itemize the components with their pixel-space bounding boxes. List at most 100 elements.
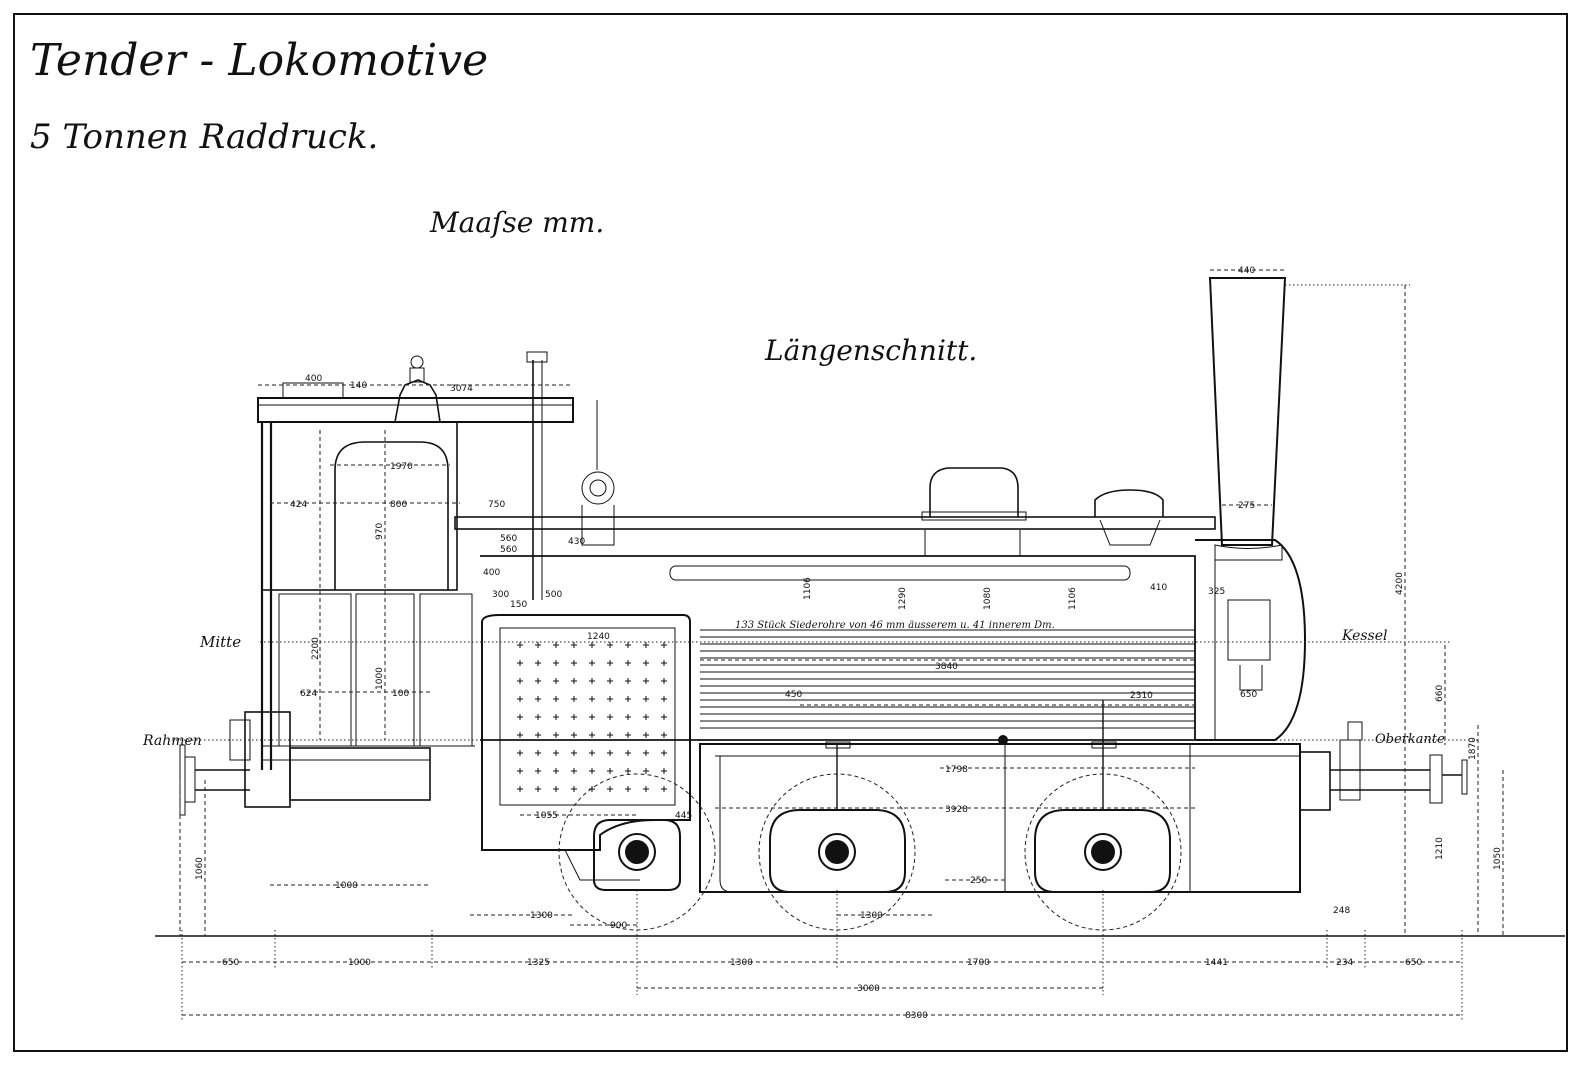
firebox-stay [571, 678, 577, 684]
firebox-stay [643, 732, 649, 738]
firebox-stay [553, 714, 559, 720]
firebox-stay [661, 660, 667, 666]
firebox-stay [517, 732, 523, 738]
firebox-stay [589, 678, 595, 684]
firebox-stay [589, 714, 595, 720]
firebox-stay [589, 786, 595, 792]
dim-h-2200: 2200 [311, 637, 321, 660]
dim-boiler-1106a: 1106 [803, 577, 813, 600]
firebox-stay [535, 660, 541, 666]
firebox-stay [589, 642, 595, 648]
dim-h-1210: 1210 [1435, 837, 1445, 860]
dim-boiler-1055: 1055 [535, 811, 558, 821]
firebox-stay [607, 678, 613, 684]
firebox-stay [643, 660, 649, 666]
firebox-stay [571, 642, 577, 648]
firebox-stay [643, 750, 649, 756]
firebox-stay [517, 768, 523, 774]
dim-fb-560b: 560 [500, 545, 517, 555]
dim-fb-560a: 560 [500, 534, 517, 544]
dim-1700: 1700 [967, 958, 990, 968]
firebox-stay [607, 696, 613, 702]
dim-cab-100: 100 [392, 689, 409, 699]
firebox-stay [643, 714, 649, 720]
dim-cab-3074: 3074 [450, 384, 473, 394]
firebox-stay [535, 642, 541, 648]
firebox-stay [661, 786, 667, 792]
firebox-stay [643, 696, 649, 702]
wheel-rear [558, 773, 716, 931]
wheels [558, 700, 1182, 931]
dim-boiler-1798: 1798 [945, 765, 968, 775]
firebox-stay [571, 714, 577, 720]
dim-cab-800: 800 [390, 500, 407, 510]
firebox-stay [661, 750, 667, 756]
dim-boiler-248: 248 [1333, 906, 1350, 916]
section-title: Längenschnitt. [764, 334, 977, 367]
firebox-stay [517, 678, 523, 684]
dim-chimney-top: 440 [1238, 266, 1255, 276]
firebox-stay [589, 696, 595, 702]
firebox-stay [589, 768, 595, 774]
firebox-stay [661, 714, 667, 720]
dim-650-left: 650 [222, 958, 239, 968]
page-border [13, 13, 1568, 1052]
dim-cab-1970: 1970 [390, 462, 413, 472]
firebox-stay [535, 786, 541, 792]
drawing-title: Tender - Lokomotive [30, 35, 488, 86]
firebox-stay [625, 642, 631, 648]
dim-1325: 1325 [527, 958, 550, 968]
firebox-stay [535, 696, 541, 702]
label-rahmen: Rahmen [142, 733, 202, 749]
firebox-stay [589, 750, 595, 756]
firebox-stay [535, 678, 541, 684]
firebox-stay [517, 750, 523, 756]
firebox-stay [643, 678, 649, 684]
firebox-stay [571, 696, 577, 702]
dim-boiler-325: 325 [1208, 587, 1225, 597]
dim-cab-970: 970 [375, 523, 385, 540]
firebox-stay [625, 678, 631, 684]
firebox-stay [553, 732, 559, 738]
dim-1300: 1300 [730, 958, 753, 968]
drawing-subtitle: 5 Tonnen Raddruck. [30, 117, 378, 157]
cab [244, 351, 615, 808]
firebox-stay [661, 732, 667, 738]
dim-boiler-1000: 1000 [335, 881, 358, 891]
dim-cab-140: 140 [350, 381, 367, 391]
firebox-stay [643, 768, 649, 774]
firebox-stay [661, 678, 667, 684]
dim-boiler-1300: 1300 [860, 911, 883, 921]
dim-wheelbase: 3000 [857, 984, 880, 994]
units-note: Maaſse mm. [429, 206, 604, 239]
firebox-stay [625, 696, 631, 702]
firebox-stay [607, 714, 613, 720]
dim-boiler-450: 450 [785, 690, 802, 700]
dim-boiler-1106b: 1106 [1068, 587, 1078, 610]
dim-boiler-3928: 3928 [945, 805, 968, 815]
firebox-stay [589, 660, 595, 666]
dim-cab-1000: 1000 [375, 667, 385, 690]
label-oberkante: Oberkante [1375, 732, 1445, 747]
firebox-stay [625, 786, 631, 792]
firebox-stay [607, 732, 613, 738]
dim-boiler-445: 445 [675, 811, 692, 821]
firebox-stay [517, 660, 523, 666]
firebox-stay [625, 768, 631, 774]
firebox-stay [625, 750, 631, 756]
dim-boiler-3840: 3840 [935, 662, 958, 672]
dim-fb-400: 400 [483, 568, 500, 578]
label-mitte: Mitte [199, 633, 241, 651]
firebox-stay [553, 696, 559, 702]
dimension-lines [172, 269, 1504, 1020]
firebox-stay [589, 732, 595, 738]
firebox-stay [517, 786, 523, 792]
firebox-stay [517, 642, 523, 648]
firebox-stay [607, 660, 613, 666]
firebox-stay [553, 678, 559, 684]
firebox-stay [643, 642, 649, 648]
firebox-stay [571, 660, 577, 666]
firebox-stay [535, 714, 541, 720]
firebox-stay [553, 786, 559, 792]
